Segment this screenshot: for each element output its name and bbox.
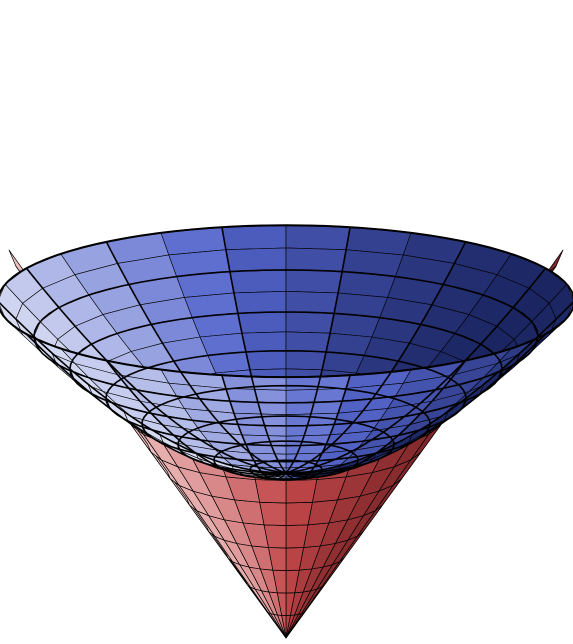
bowl-meridian-line (285, 301, 573, 474)
cone-patch-90 (285, 479, 318, 504)
bowl-meridian-line (285, 227, 351, 474)
bowl-patch-6 (221, 224, 287, 251)
bowl-patch-77 (285, 331, 331, 353)
bowl-patch-49 (285, 291, 339, 314)
hyperboloid-surface (0, 224, 573, 481)
bowl-patch-48 (233, 291, 287, 314)
bowl-meridian-line (25, 267, 287, 474)
bowl-patch-91 (285, 350, 327, 371)
bowl-rim-outline (0, 224, 573, 379)
bowl-patch-62 (237, 311, 287, 334)
cone-patch-76 (285, 501, 313, 526)
cone-patch-91 (254, 479, 287, 504)
bowl-meridian-line (285, 374, 351, 481)
bowl-patch-21 (285, 247, 347, 272)
bowl-meridian-line (285, 241, 467, 474)
bowl-meridian-line (0, 302, 287, 474)
bowl-meridian-line (285, 333, 547, 476)
bowl-patch-35 (285, 269, 343, 294)
bowl-patch-63 (285, 311, 335, 334)
bowl-patch-20 (225, 247, 287, 272)
bowl-meridian-line (221, 227, 287, 474)
bowl-meridian-line (105, 241, 287, 474)
bowl-patch-76 (241, 331, 287, 353)
bowl-meridian-line (285, 360, 467, 479)
bowl-meridian-line (25, 333, 287, 476)
bowl-meridian-line (221, 374, 287, 481)
bowl-patch-7 (285, 224, 351, 251)
bowl-meridian-line (285, 267, 547, 474)
bowl-patch-90 (245, 350, 287, 371)
bowl-patch-34 (229, 269, 287, 294)
